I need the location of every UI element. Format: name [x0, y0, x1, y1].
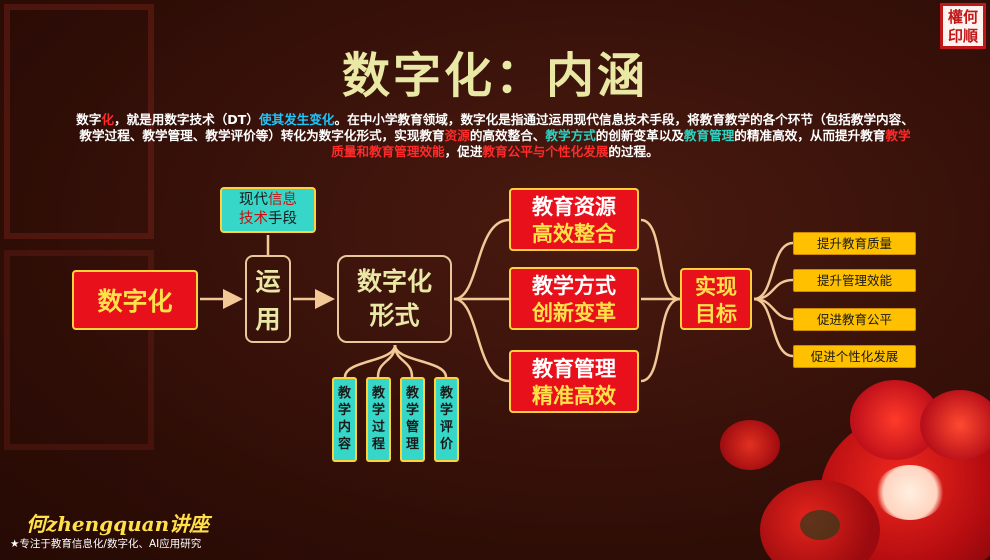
sub-item-char: 内 — [337, 420, 351, 435]
sub-item-char: 管 — [405, 420, 419, 435]
sub-item-char: 教 — [371, 386, 385, 401]
modern-it-text: 现代 — [239, 192, 268, 208]
sub-item-char: 评 — [439, 420, 453, 435]
intro-text: 数字 — [76, 112, 102, 127]
logo-seal: 權何 印順 — [940, 3, 986, 49]
sub-item-teaching-evaluation: 教 学 评 价 — [434, 377, 459, 462]
digital-form-line: 数字化 — [356, 267, 432, 296]
sub-item-char: 容 — [337, 437, 351, 452]
sub-item-char: 教 — [405, 386, 419, 401]
apply-char: 用 — [255, 305, 281, 334]
intro-text: 的高效整合、 — [469, 128, 546, 143]
intro-highlight: 使其发生变化 — [258, 112, 335, 127]
sub-item-char: 过 — [371, 420, 385, 435]
goal-line: 精准高效 — [532, 383, 616, 408]
sub-item-teaching-process: 教 学 过 程 — [366, 377, 391, 462]
digitalization-box: 数字化 — [72, 270, 198, 330]
goal-management-precision: 教育管理 精准高效 — [509, 350, 639, 413]
sub-item-char: 教 — [337, 386, 351, 401]
intro-highlight: 教育管理 — [683, 128, 735, 143]
goal-teaching-innovation: 教学方式 创新变革 — [509, 267, 639, 330]
intro-text: 的过程。 — [608, 144, 659, 159]
intro-highlight: 资源 — [444, 128, 470, 143]
sub-item-char: 理 — [405, 437, 419, 452]
outcome-equity: 促进教育公平 — [793, 308, 916, 331]
intro-highlight: 化 — [101, 112, 114, 127]
line-target-to-outcomes — [753, 241, 794, 301]
goal-line: 高效整合 — [532, 221, 616, 246]
outcome-efficiency: 提升管理效能 — [793, 269, 916, 292]
sub-item-teaching-content: 教 学 内 容 — [332, 377, 357, 462]
sub-item-char: 学 — [439, 403, 453, 418]
outcome-quality: 提升教育质量 — [793, 232, 916, 255]
goal-resource-integration: 教育资源 高效整合 — [509, 188, 639, 251]
sub-item-char: 学 — [337, 403, 351, 418]
digital-form-box: 数字化 形式 — [337, 255, 452, 343]
apply-char: 运 — [255, 267, 281, 296]
modern-it-box: 现代信息 技术手段 — [220, 187, 316, 233]
intro-text: 。在中小学教育领域，数字化是指通过运用现代信息技术手段，将教育教学的各个环节（包… — [79, 112, 914, 143]
outcome-personalization: 促进个性化发展 — [793, 345, 916, 368]
page-title: 数字化：内涵 — [341, 48, 648, 104]
logo-seal-line: 印順 — [947, 27, 978, 45]
sub-item-char: 程 — [371, 437, 385, 452]
sub-item-char: 教 — [439, 386, 453, 401]
line-form-to-goals — [453, 218, 510, 301]
goal-line: 创新变革 — [532, 300, 616, 325]
logo-seal-line: 權何 — [947, 8, 978, 26]
intro-text: ，促进 — [444, 144, 483, 159]
sub-item-char: 价 — [439, 437, 453, 452]
seal-watermark-icon — [4, 4, 154, 239]
author-tagline: ★专注于教育信息化/数字化、AI应用研究 — [10, 538, 202, 550]
apply-box: 运 用 — [245, 255, 291, 343]
line-goals-to-target — [640, 218, 681, 301]
goal-line: 教学方式 — [532, 273, 616, 298]
sub-item-teaching-management: 教 学 管 理 — [400, 377, 425, 462]
intro-highlight: 教育公平与个性化发展 — [482, 144, 609, 159]
modern-it-text: 手段 — [268, 211, 297, 227]
sub-item-char: 学 — [371, 403, 385, 418]
author-name: 何zhengquan讲座 — [26, 512, 210, 536]
intro-text: 的创新变革以及 — [595, 128, 684, 143]
intro-highlight: 教学方式 — [545, 128, 596, 143]
intro-paragraph: 数字化，就是用数字技术（DT）使其发生变化。在中小学教育领域，数字化是指通过运用… — [75, 112, 915, 160]
digital-form-line: 形式 — [369, 301, 420, 330]
sub-item-char: 学 — [405, 403, 419, 418]
intro-text: ，就是用数字技术（DT） — [113, 112, 259, 127]
target-line: 目标 — [695, 301, 737, 326]
intro-highlight: 教学质量和教育管理效能 — [331, 128, 911, 159]
peony-flower-icon — [700, 370, 990, 560]
intro-text: 的精准高效，从而提升教育 — [734, 128, 886, 143]
target-box: 实现 目标 — [680, 268, 752, 330]
modern-it-highlight: 技术 — [239, 211, 268, 227]
target-line: 实现 — [695, 274, 737, 299]
goal-line: 教育资源 — [532, 194, 616, 219]
modern-it-highlight: 信息 — [268, 192, 297, 208]
seal-watermark-icon — [4, 250, 154, 450]
goal-line: 教育管理 — [532, 356, 616, 381]
